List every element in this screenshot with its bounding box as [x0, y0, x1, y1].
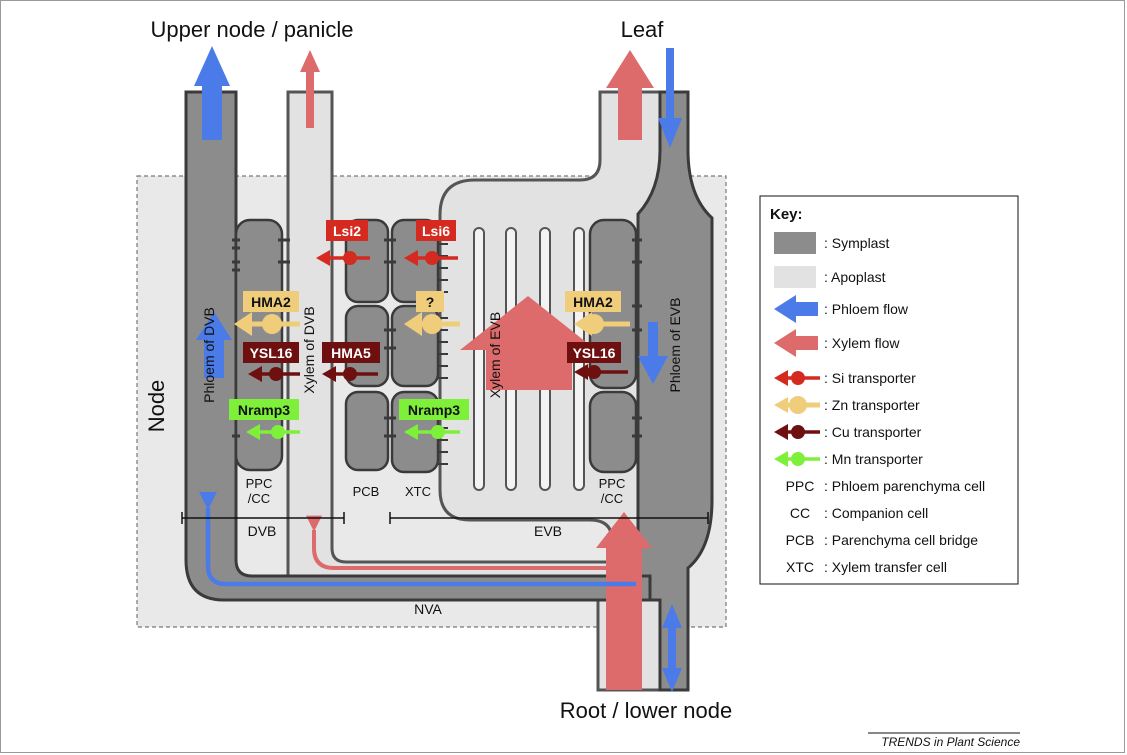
- lsi6-label: Lsi6: [422, 223, 450, 239]
- key-apoplast-swatch: [774, 266, 816, 288]
- ysl16-left-label: YSL16: [250, 345, 293, 361]
- xylem-dvb-label: Xylem of DVB: [301, 306, 317, 393]
- hma2-left-label: HMA2: [251, 294, 291, 310]
- phloem-dvb-label: Phloem of DVB: [201, 307, 217, 403]
- xtc-label: XTC: [405, 484, 431, 499]
- unknown-transporter-label: ?: [426, 294, 435, 310]
- ysl16-right-label: YSL16: [573, 345, 616, 361]
- hma5-label: HMA5: [331, 345, 371, 361]
- ppc-cc-left-label-2: /CC: [248, 491, 270, 506]
- hma2-right-label: HMA2: [573, 294, 613, 310]
- key-item-label: : Xylem transfer cell: [824, 559, 947, 575]
- key-item-label: : Xylem flow: [824, 335, 900, 351]
- leaf-label: Leaf: [621, 17, 665, 42]
- key-item-label: : Companion cell: [824, 505, 928, 521]
- key-item-label: : Apoplast: [824, 269, 886, 285]
- key-item-label: : Cu transporter: [824, 424, 922, 440]
- pcb-cell-3: [346, 392, 388, 470]
- key-item-symbol: PCB: [786, 532, 815, 548]
- nramp3-right-label: Nramp3: [408, 402, 460, 418]
- upper-node-label: Upper node / panicle: [150, 17, 353, 42]
- pcb-label: PCB: [353, 484, 380, 499]
- lsi2-label: Lsi2: [333, 223, 361, 239]
- key-item-symbol: CC: [790, 505, 810, 521]
- key-title: Key:: [770, 206, 803, 223]
- node-label: Node: [144, 380, 169, 433]
- ppc-cc-right-label-2: /CC: [601, 491, 623, 506]
- ppc-cc-right-label-1: PPC: [599, 476, 626, 491]
- phloem-evb-label: Phloem of EVB: [667, 298, 683, 393]
- evb-label: EVB: [534, 523, 562, 539]
- xylem-evb-label: Xylem of EVB: [487, 312, 503, 398]
- key-item-label: : Si transporter: [824, 370, 916, 386]
- key-item-label: : Mn transporter: [824, 451, 923, 467]
- key-item-symbol: XTC: [786, 559, 814, 575]
- key-item-label: : Phloem flow: [824, 301, 909, 317]
- root-label: Root / lower node: [560, 698, 732, 723]
- key-legend: Key: : Symplast : Apoplast : P: [760, 196, 1018, 584]
- source-label: TRENDS in Plant Science: [881, 735, 1020, 749]
- key-item-label: : Symplast: [824, 235, 889, 251]
- nramp3-left-label: Nramp3: [238, 402, 290, 418]
- nva-label: NVA: [414, 601, 442, 617]
- key-item-symbol: PPC: [786, 478, 815, 494]
- key-symplast-swatch: [774, 232, 816, 254]
- ppc-cc-left-label-1: PPC: [246, 476, 273, 491]
- key-item-label: : Phloem parenchyma cell: [824, 478, 985, 494]
- key-box: [760, 196, 1018, 584]
- ppc-cc-cell-right-2: [590, 392, 636, 472]
- dvb-label: DVB: [248, 523, 277, 539]
- key-item-label: : Parenchyma cell bridge: [824, 532, 978, 548]
- key-item-label: : Zn transporter: [824, 397, 920, 413]
